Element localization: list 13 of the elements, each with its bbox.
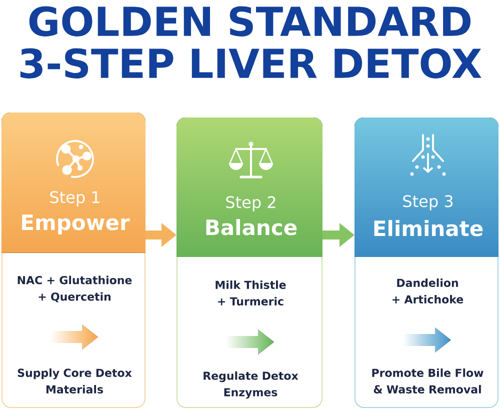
step-title: Empower (22, 214, 130, 234)
result-text: Promote Bile Flow & Waste Removal (372, 368, 484, 394)
title: GOLDEN STANDARD 3-STEP LIVER DETOX (20, 6, 482, 78)
step-number: Step 1 (50, 191, 100, 206)
ingredient-text: Dandelion + Artichoke (392, 278, 464, 304)
ingredient-text: Milk Thistle + Turmeric (216, 280, 286, 306)
result-text: Supply Core Detox Materials (18, 368, 132, 394)
result-text: Regulate Detox Enzymes (204, 371, 298, 399)
step-number: Step 3 (403, 195, 453, 210)
step-number: Step 2 (226, 196, 276, 212)
step-title: Eliminate (374, 220, 483, 236)
ingredient-text: NAC + Glutathione + Quercetin (18, 276, 132, 302)
step-title: Balance (206, 219, 297, 236)
